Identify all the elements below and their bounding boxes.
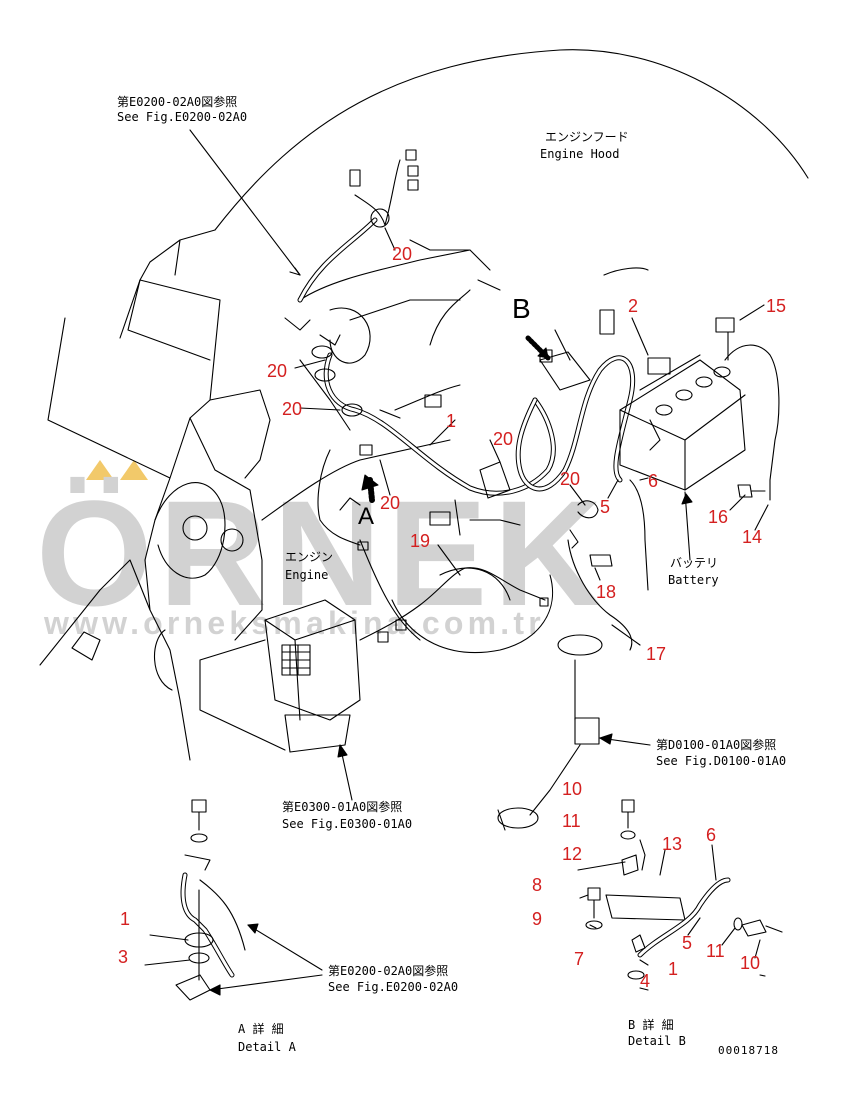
ref-e0300-en: See Fig.E0300-01A0 — [282, 817, 413, 831]
switch-disc — [557, 634, 603, 656]
bolt-16 — [737, 484, 766, 498]
callout-3: 3 — [118, 947, 129, 967]
callout-20: 20 — [282, 399, 303, 419]
callout-16: 16 — [708, 507, 729, 527]
watermark-umlaut-marks — [86, 460, 148, 480]
callout-10: 10 — [740, 953, 761, 973]
callout-4: 4 — [640, 971, 651, 991]
bracket-b-view — [539, 351, 591, 391]
callout-13: 13 — [662, 834, 683, 854]
callout-1: 1 — [446, 411, 457, 431]
view-b-letter: B — [512, 293, 531, 324]
hood-en: Engine Hood — [540, 147, 620, 161]
ref-d0100-jp: 第D0100-01A0図参照 — [656, 738, 777, 752]
ref-e0300-jp: 第E0300-01A0図参照 — [282, 800, 403, 814]
wire-19 — [359, 567, 546, 641]
drawing-code: 00018718 — [718, 1044, 779, 1057]
engine-en: Engine — [285, 568, 329, 582]
callout-20: 20 — [392, 244, 413, 264]
battery-jp: バッテリ — [670, 556, 719, 570]
callout-6: 6 — [648, 471, 659, 491]
ref-top-en: See Fig.E0200-02A0 — [117, 110, 248, 124]
callout-7: 7 — [574, 949, 585, 969]
hood-jp: エンジンフード — [545, 130, 629, 144]
detail-b-en: Detail B — [628, 1034, 686, 1048]
engine-hood-outline — [214, 49, 809, 231]
watermark-url: www.orneksmakina.com.tr — [44, 605, 545, 641]
callout-5: 5 — [682, 933, 693, 953]
callout-5: 5 — [600, 497, 611, 517]
ref-d0100-en: See Fig.D0100-01A0 — [656, 754, 787, 768]
callout-6: 6 — [706, 825, 717, 845]
callout-8: 8 — [532, 875, 543, 895]
callout-18: 18 — [596, 582, 617, 602]
detail-a-en: Detail A — [238, 1040, 296, 1054]
machine-body-left — [47, 279, 221, 479]
watermark-brand: ÖRNEK — [36, 469, 608, 637]
callout-2: 2 — [628, 296, 639, 316]
callout-19: 19 — [410, 531, 431, 551]
detail-a-parts — [191, 799, 207, 831]
battery-body — [619, 359, 746, 491]
callout-12: 12 — [562, 844, 583, 864]
callout-9: 9 — [532, 909, 543, 929]
callout-10: 10 — [562, 779, 583, 799]
detail-b-parts — [621, 799, 635, 829]
callout-15: 15 — [766, 296, 787, 316]
filter-unit — [264, 599, 361, 721]
callout-1: 1 — [120, 909, 131, 929]
ref-top-jp: 第E0200-02A0図参照 — [117, 95, 238, 109]
callout-14: 14 — [742, 527, 763, 547]
callout-11: 11 — [562, 811, 581, 831]
engine-block — [261, 439, 451, 521]
ref-e0200b-jp: 第E0200-02A0図参照 — [328, 964, 449, 978]
leader-lines — [189, 129, 769, 646]
battery-en: Battery — [668, 573, 719, 587]
ref-e0200b-en: See Fig.E0200-02A0 — [328, 980, 459, 994]
battery-cable — [724, 344, 780, 501]
callout-20: 20 — [493, 429, 514, 449]
callout-11: 11 — [706, 941, 725, 961]
detail-b-jp: B 詳 細 — [628, 1018, 674, 1032]
callout-20: 20 — [560, 469, 581, 489]
callout-20: 20 — [380, 493, 401, 513]
callout-20: 20 — [267, 361, 288, 381]
view-a-letter: A — [358, 503, 375, 530]
callout-1: 1 — [668, 959, 679, 979]
engine-jp: エンジン — [285, 550, 334, 564]
callout-17: 17 — [646, 644, 667, 664]
detail-a-jp: A 詳 細 — [238, 1022, 284, 1036]
